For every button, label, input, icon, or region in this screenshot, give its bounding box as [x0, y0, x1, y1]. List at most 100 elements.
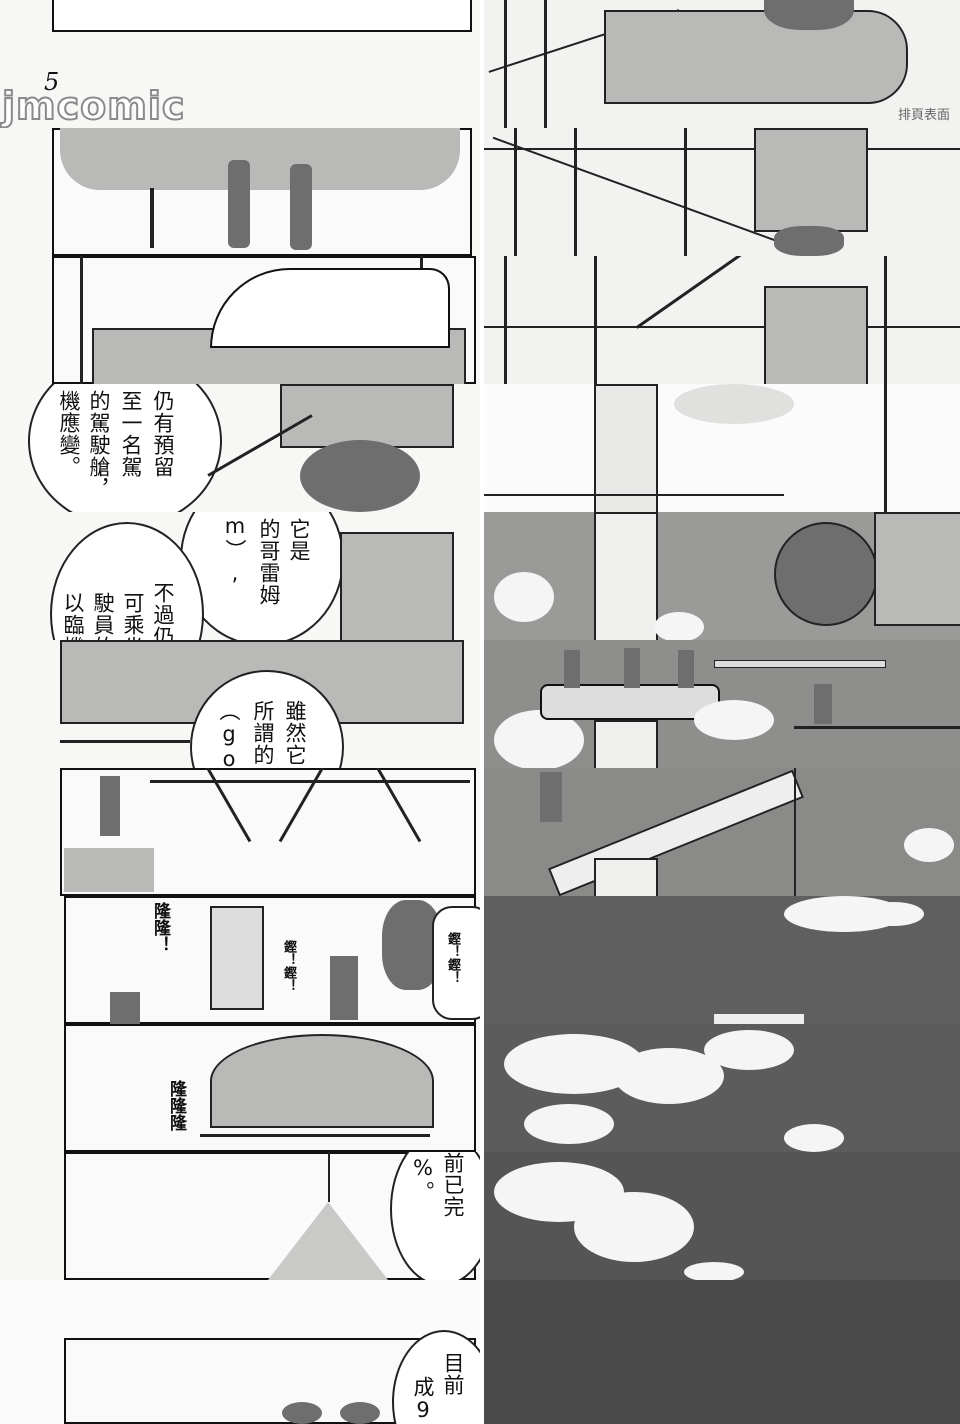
wheel [774, 226, 844, 256]
gutter [480, 1024, 484, 1152]
strip-0: 5 jmcomic 排頁表面 [0, 0, 960, 128]
sound-effect: 隆隆隆 [166, 1080, 186, 1131]
gutter [480, 1152, 484, 1280]
watermark-logo: jmcomic [1, 83, 186, 128]
dialogue-text: 機應變。 [57, 390, 81, 478]
wheel [300, 440, 420, 512]
speech-bubble [180, 512, 344, 640]
dialogue-text: m）, [223, 514, 247, 586]
cloud [614, 1048, 724, 1104]
dialogue-text: 前已完 [441, 1152, 465, 1218]
cloud [524, 1104, 614, 1144]
worker-figure [228, 160, 250, 248]
dialogue-text: 的駕駛艙， [87, 390, 111, 500]
tower-column [594, 384, 658, 512]
panel-left-3: 仍有預留 至一名駕 的駕駛艙， 機應變。 [0, 384, 480, 512]
cloud [694, 700, 774, 740]
gutter [480, 128, 484, 256]
worker-figure [110, 992, 140, 1024]
worker-figure [540, 772, 562, 822]
cloud [574, 1192, 694, 1262]
dialogue-text: 它是 [287, 518, 311, 562]
strip-8: 隆隆隆 [0, 1024, 960, 1152]
dialogue-text: 雖然它 [283, 700, 307, 766]
machinery [340, 1402, 380, 1424]
turret-top [210, 268, 450, 348]
worker-figure [330, 956, 358, 1020]
dialogue-text: 不過仍 [151, 582, 175, 640]
gutter [480, 384, 484, 512]
page-number: 5 [44, 68, 60, 96]
panel-right-5 [484, 640, 960, 768]
panel-left-5: 雖然它 所謂的 （gole [0, 640, 480, 768]
panel-right-6 [484, 768, 960, 896]
panel-border [52, 0, 472, 32]
dialogue-text: 以臨機 [61, 592, 85, 640]
cloud [684, 1262, 744, 1280]
cloud [864, 902, 924, 926]
worker-figure [678, 650, 694, 688]
tower-column [594, 512, 658, 640]
panel-border [60, 768, 476, 896]
panel-right-10 [484, 1280, 960, 1424]
dialogue-text: 至一名駕 [119, 390, 143, 478]
panel-right-1 [484, 128, 960, 256]
dialogue-text: 可乘坐 [121, 592, 145, 640]
dialogue-text: %。 [411, 1156, 435, 1203]
speech-bubble [390, 1152, 480, 1280]
hull [874, 512, 960, 626]
gutter [480, 256, 484, 384]
strip-6 [0, 768, 960, 896]
dialogue-text: 成90 [411, 1376, 435, 1424]
gutter [480, 896, 484, 1024]
tower-column [594, 858, 658, 896]
machinery [282, 1402, 322, 1424]
speech-bubble [28, 384, 222, 512]
panel-right-8 [484, 1024, 960, 1152]
panel-right-3 [484, 384, 960, 512]
tower-platform [540, 684, 720, 720]
wheel [764, 0, 854, 30]
speech-bubble [432, 906, 480, 1020]
dialogue-text: 駛員的 [91, 592, 115, 640]
hull [340, 532, 454, 640]
pillar [210, 906, 264, 1010]
strip-10: 目前 成90 [0, 1280, 960, 1424]
platform [64, 848, 154, 892]
tower-column [594, 720, 658, 768]
strip-7: 隆隆！ 鏗！鏗！ 鏗！鏗！ [0, 896, 960, 1024]
strip-3: 仍有預留 至一名駕 的駕駛艙， 機應變。 [0, 384, 960, 512]
dialogue-text: （gole [217, 700, 241, 768]
panel-right-7 [484, 896, 960, 1024]
worker-figure [814, 684, 832, 724]
dome [210, 1034, 434, 1128]
cannon-barrel [604, 10, 908, 104]
dialogue-text: 的哥雷姆 [257, 518, 281, 606]
worker-figure [290, 164, 312, 250]
sound-effect: 隆隆！ [150, 902, 170, 953]
tower-column [764, 286, 868, 384]
strip-9: 前已完 %。 [0, 1152, 960, 1280]
gutter [480, 512, 484, 640]
panel-left-7: 隆隆！ 鏗！鏗！ 鏗！鏗！ [0, 896, 480, 1024]
wheel [774, 522, 878, 626]
panel-left-1 [0, 128, 480, 256]
sound-effect: 鏗！鏗！ [281, 940, 296, 992]
panel-left-6 [0, 768, 480, 896]
cloud [704, 1030, 794, 1070]
sound-effect: 鏗！鏗！ [445, 932, 460, 984]
gutter [480, 768, 484, 896]
worker-figure [624, 648, 640, 688]
cloud [654, 612, 704, 640]
panel-left-4: 它是 的哥雷姆 m）, 不過仍 可乘坐 駛員的 以臨機 [0, 512, 480, 640]
gutter [480, 1280, 484, 1424]
worker-figure [564, 650, 580, 688]
cloud [674, 384, 794, 424]
cloud [784, 1124, 844, 1152]
panel-left-2 [0, 256, 480, 384]
strip-1 [0, 128, 960, 256]
strip-4: 它是 的哥雷姆 m）, 不過仍 可乘坐 駛員的 以臨機 [0, 512, 960, 640]
strip-5: 雖然它 所謂的 （gole [0, 640, 960, 768]
dialogue-text: 所謂的 [251, 700, 275, 766]
worker-figure [100, 776, 120, 836]
